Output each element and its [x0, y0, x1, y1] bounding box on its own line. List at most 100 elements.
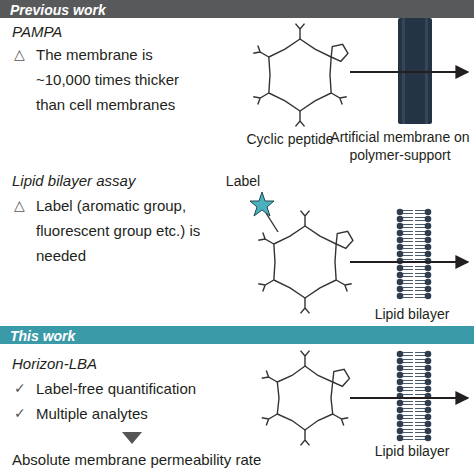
lipid-tail — [403, 213, 413, 214]
lipid-tail — [403, 224, 413, 225]
lipid-tail — [403, 359, 413, 360]
lipid-tail — [415, 220, 425, 221]
lipid-head — [397, 216, 404, 223]
method-name: PAMPA — [12, 19, 62, 44]
lipid-tail — [415, 429, 425, 430]
lipid-tail — [415, 255, 425, 256]
lipid-tail — [403, 245, 413, 246]
method-name: Horizon-LBA — [12, 351, 97, 376]
lipid-tail — [415, 297, 425, 298]
lipid-head — [425, 428, 432, 435]
lipid-tail — [403, 394, 413, 395]
caution-symbol: △ — [14, 42, 25, 67]
lipid-tail — [415, 411, 425, 412]
lipid-tail — [415, 394, 425, 395]
lipid-tail — [415, 252, 425, 253]
lipid-head — [397, 286, 404, 293]
lipid-head — [425, 216, 432, 223]
lipid-head — [397, 209, 404, 216]
lipid-head — [397, 421, 404, 428]
lipid-tail — [403, 283, 413, 284]
permeation-arrow — [350, 261, 468, 263]
feature-text: Multiple analytes — [36, 401, 148, 426]
lipid-head — [397, 279, 404, 286]
lipid-head — [397, 244, 404, 251]
lipid-tail — [403, 429, 413, 430]
lipid-head — [425, 379, 432, 386]
lipid-tail — [415, 280, 425, 281]
lipid-tail — [415, 294, 425, 295]
lipid-tail — [403, 373, 413, 374]
lipid-head — [425, 286, 432, 293]
lipid-tail — [415, 266, 425, 267]
side-chain — [258, 232, 274, 244]
lipid-tail — [415, 241, 425, 242]
lipid-head — [397, 407, 404, 414]
lipid-head — [397, 351, 404, 358]
section-header-bar: This work — [0, 326, 474, 344]
lipid-tail — [415, 404, 425, 405]
lipid-tail — [403, 280, 413, 281]
lipid-tail — [415, 276, 425, 277]
lipid-tail — [415, 422, 425, 423]
lipid-tail — [403, 411, 413, 412]
section-title: This work — [10, 328, 75, 344]
note-text: Label (aromatic group, fluorescent group… — [36, 193, 204, 268]
lipid-tail — [415, 352, 425, 353]
bilayers — [397, 209, 432, 442]
lipid-tail — [403, 252, 413, 253]
lipid-tail — [403, 220, 413, 221]
lipid-head — [425, 351, 432, 358]
lipid-head — [425, 400, 432, 407]
lipid-tail — [403, 404, 413, 405]
lipid-tail — [403, 439, 413, 440]
proline-ring — [331, 44, 348, 61]
side-chain — [253, 45, 269, 57]
side-chain — [300, 430, 309, 445]
lipid-tail — [403, 415, 413, 416]
lipid-tail — [403, 352, 413, 353]
lipid-head — [425, 237, 432, 244]
lipid-tail — [403, 387, 413, 388]
lipid-head — [397, 365, 404, 372]
peptides — [253, 24, 353, 446]
cyclic-peptide — [262, 351, 350, 446]
lipid-tail — [415, 376, 425, 377]
lipid-tail — [403, 238, 413, 239]
lipid-tail — [403, 297, 413, 298]
lipid-tail — [415, 359, 425, 360]
down-triangle — [122, 432, 142, 444]
lipid-tail — [415, 373, 425, 374]
lipid-head — [425, 358, 432, 365]
lipid-tail — [415, 269, 425, 270]
lipid-head — [397, 386, 404, 393]
lipid-tail — [415, 234, 425, 235]
lipid-head — [397, 400, 404, 407]
lipid-tail — [403, 210, 413, 211]
lipid-tail — [415, 366, 425, 367]
lipid-head — [425, 223, 432, 230]
lipid-head — [425, 244, 432, 251]
lipid-head — [397, 379, 404, 386]
peptide-ring — [274, 226, 336, 298]
check-symbol: ✓ — [14, 401, 26, 426]
figure-label: Lipid bilayer — [357, 305, 467, 323]
lipid-tail — [403, 266, 413, 267]
lipid-head — [397, 230, 404, 237]
side-chain — [333, 414, 349, 426]
lipid-tail — [403, 422, 413, 423]
lipid-tail — [403, 425, 413, 426]
lipid-head — [397, 428, 404, 435]
lipid-head — [397, 372, 404, 379]
lipid-tail — [415, 415, 425, 416]
lipid-tail — [403, 294, 413, 295]
lipid-tail — [403, 227, 413, 228]
lipid-tail — [403, 248, 413, 249]
lipid-head — [397, 272, 404, 279]
lipid-tail — [403, 369, 413, 370]
lipid-head — [397, 223, 404, 230]
lipid-head — [425, 209, 432, 216]
side-chain — [295, 111, 304, 126]
lipid-tail — [415, 210, 425, 211]
label-linker — [266, 213, 278, 232]
